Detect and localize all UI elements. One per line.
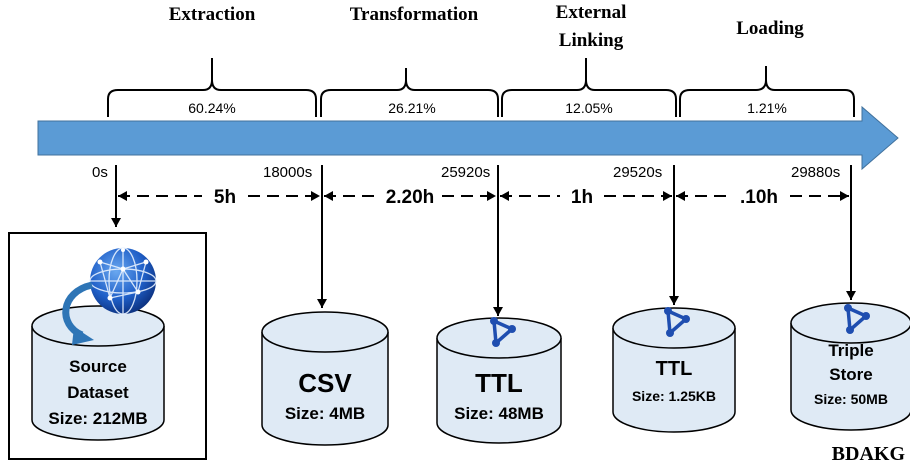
percent-external-linking: 12.05% bbox=[565, 100, 612, 116]
globe-network-icon bbox=[89, 247, 157, 315]
source-dataset-cylinder bbox=[31, 305, 165, 441]
percent-transformation: 26.21% bbox=[388, 100, 435, 116]
csv-label: CSV bbox=[298, 368, 352, 398]
brace-transformation bbox=[320, 68, 499, 117]
tick-18000s: 18000s bbox=[263, 164, 312, 181]
percent-loading: 1.21% bbox=[747, 100, 787, 116]
rdf-graph-icon bbox=[664, 307, 690, 337]
brace-extraction bbox=[107, 58, 317, 117]
phase-title-extraction: Extraction bbox=[169, 4, 256, 25]
triple-store-line1: Triple bbox=[828, 341, 873, 360]
duration-extraction: 5h bbox=[214, 187, 236, 208]
rdf-graph-icon bbox=[490, 317, 516, 347]
phase-title-external-linking-line1: External bbox=[556, 2, 627, 23]
phase-title-loading: Loading bbox=[736, 18, 804, 39]
ttl-size: Size: 48MB bbox=[454, 404, 544, 423]
source-dataset-frame bbox=[8, 232, 207, 460]
source-dataset-line2: Dataset bbox=[67, 383, 129, 402]
ttl-cylinder bbox=[436, 317, 562, 444]
phase-title-external-linking-line2: Linking bbox=[559, 30, 624, 51]
ttl-linked-label: TTL bbox=[656, 358, 693, 380]
ttl-label: TTL bbox=[475, 368, 523, 398]
ttl-linked-size: Size: 1.25KB bbox=[632, 388, 716, 404]
duration-external-linking: 1h bbox=[571, 187, 593, 208]
csv-size: Size: 4MB bbox=[285, 404, 365, 423]
triple-store-size: Size: 50MB bbox=[814, 391, 888, 407]
tick-29880s: 29880s bbox=[791, 164, 840, 181]
csv-cylinder bbox=[261, 311, 389, 446]
brace-loading bbox=[679, 66, 855, 117]
brace-external-linking bbox=[501, 58, 677, 117]
percent-extraction: 60.24% bbox=[188, 100, 235, 116]
tick-29520s: 29520s bbox=[613, 164, 662, 181]
triple-store-line2: Store bbox=[829, 365, 872, 384]
curved-arrow-head bbox=[72, 327, 94, 345]
source-dataset-line1: Source bbox=[69, 357, 127, 376]
phase-title-transformation: Transformation bbox=[350, 4, 479, 25]
duration-loading: .10h bbox=[740, 187, 778, 208]
source-dataset-size: Size: 212MB bbox=[48, 409, 147, 428]
brand-label: BDAKG bbox=[832, 443, 906, 465]
tick-0s: 0s bbox=[92, 164, 108, 181]
duration-transformation: 2.20h bbox=[386, 187, 435, 208]
timeline-arrow bbox=[37, 105, 899, 171]
tick-25920s: 25920s bbox=[441, 164, 490, 181]
rdf-graph-icon bbox=[844, 304, 870, 334]
